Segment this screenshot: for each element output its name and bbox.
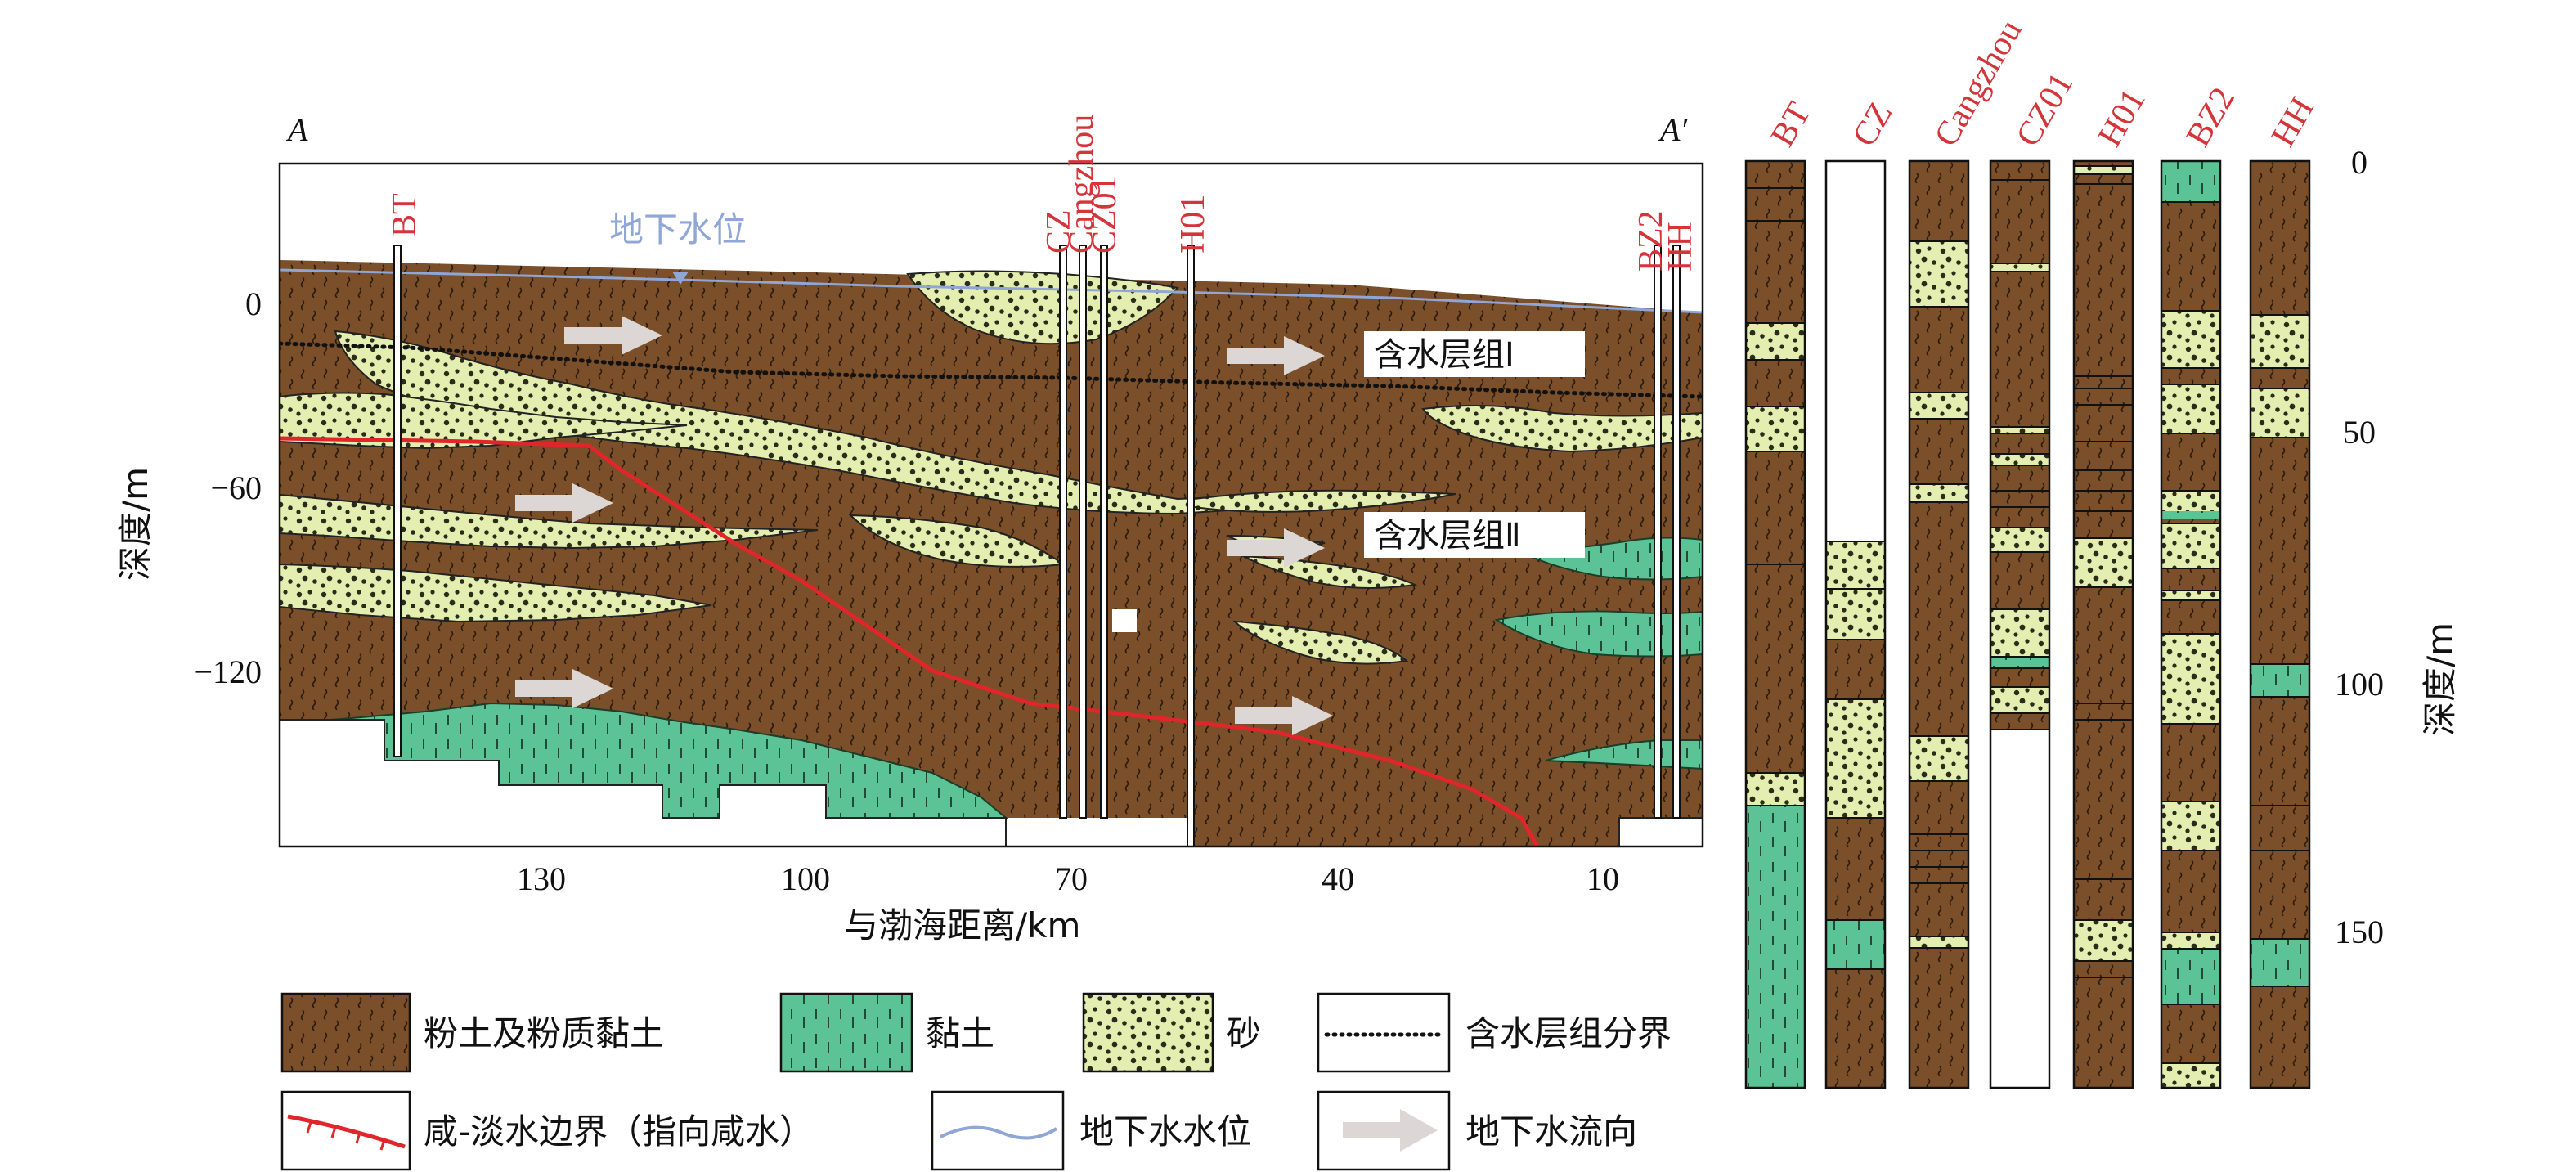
clay-lens-right-3 [1545,739,1703,770]
well-H01 [1187,245,1195,846]
borehole-columns [1744,159,2311,1089]
legend-clay-label: 黏土 [926,1013,994,1053]
well-labels: BT CZ Cangzhou CZ01 H01 BZ2 HH [386,115,1699,272]
column-cangzhou [1908,159,1970,1089]
depth-tick: 150 [2335,914,2384,950]
flow-arrows [515,316,1333,735]
sand-layer-4 [280,563,712,623]
legend-aquifer-boundary-label: 含水层组分界 [1465,1013,1672,1053]
legend-aquifer-boundary: 含水层组分界 [1317,992,1672,1073]
well-BT [393,245,402,757]
x-tick: 70 [1055,860,1088,897]
legend-sand-label: 砂 [1227,1013,1261,1053]
x-tick: 40 [1322,860,1354,897]
water-table-line [280,268,1703,314]
legend-sand: 砂 [1082,992,1261,1073]
depth-tick: 50 [2343,414,2376,451]
well-label-cz01: CZ01 [1086,175,1124,254]
well-HH [1672,245,1681,819]
aquifer-group-2-label: 含水层组Ⅱ [1374,517,1521,555]
section-label-a: A [285,111,308,148]
white-block [1112,609,1137,632]
legend-silt: 粉土及粉质黏土 [280,992,664,1073]
well-label-h01: H01 [1174,195,1212,254]
flow-arrow [1235,696,1333,735]
x-tick: 130 [517,860,566,897]
well-label-hh: HH [1662,222,1699,272]
legend-water-table: 地下水水位 [931,1090,1251,1171]
aquifer-boundary-line [280,341,1703,399]
aquifer-group-1-bg [1364,331,1585,377]
sand-layer-3 [280,493,819,550]
legend-flow: 地下水流向 [1317,1090,1637,1171]
legend-salt-fresh: 咸-淡水边界（指向咸水） [280,1090,814,1171]
silt-body-lower [1192,810,1703,846]
white-bottom-right [1618,817,1703,846]
section-label-a-prime: A′ [1658,111,1688,148]
flow-arrow-icon [1343,1109,1438,1152]
depth-axis-label: 深度/m [2420,622,2460,736]
x-tick: 100 [781,860,830,897]
section-frame [278,162,1704,848]
well-label-cz: CZ [1040,209,1078,254]
legend: 粉土及粉质黏土 黏土 砂 含水层组分界 咸-淡水边界（指向咸水） [280,992,1672,1171]
column-label-bz2: BZ2 [2179,81,2242,153]
column-label-cz: CZ [1846,97,1901,153]
well-CZ [1059,245,1067,819]
legend-clay: 黏土 [779,992,994,1073]
column-labels: BT CZ Cangzhou CZ01 H01 BZ2 HH [1764,14,2322,153]
x-axis: 130 100 70 40 10 [517,860,1619,897]
column-bz2 [2160,159,2222,1089]
y-axis-label: 深度/m [115,467,155,581]
column-hh [2249,159,2311,1089]
y-tick: −60 [210,469,262,506]
well-Cangzhou [1079,245,1087,819]
y-axis: 0 −60 −120 [194,285,262,690]
well-CZ01 [1100,245,1108,819]
x-tick: 10 [1586,860,1619,897]
depth-tick: 100 [2335,666,2384,703]
flow-arrow [515,669,613,708]
column-label-h01: H01 [2091,83,2153,153]
water-table-label: 地下水位 [609,209,747,249]
sand-layer-2 [280,392,688,450]
depth-tick: 0 [2351,144,2367,181]
column-cz01 [1989,159,2051,1089]
column-h01 [2072,159,2134,1089]
wells [393,245,1681,846]
flow-arrow [564,316,662,355]
depth-axis: 0 50 100 150 [2335,144,2384,950]
legend-flow-label: 地下水流向 [1465,1111,1637,1152]
well-label-cangzhou: Cangzhou [1063,115,1101,254]
column-label-bt: BT [1764,97,1819,153]
well-label-bt: BT [386,193,424,237]
sand-lens-right-1 [1193,489,1456,513]
flow-arrow [1227,336,1325,375]
well-BZ2 [1654,245,1662,819]
legend-silt-label: 粉土及粉质黏土 [424,1013,664,1053]
column-label-hh: HH [2264,91,2322,153]
salt-fresh-boundary [280,436,1540,846]
cross-section [280,245,1703,846]
sand-lens-right-4 [1232,620,1409,665]
clay-lens-right-2 [1494,610,1703,658]
x-axis-label: 与渤海距离/km [844,905,1080,945]
aquifer-group-2-bg [1364,512,1585,558]
legend-salt-fresh-label: 咸-淡水边界（指向咸水） [424,1111,814,1152]
aquifer-group-1-label: 含水层组Ⅰ [1374,336,1515,374]
column-label-cz01: CZ01 [2009,66,2081,153]
y-tick: 0 [245,285,262,322]
flow-arrow [1227,528,1325,568]
y-tick: −120 [194,653,262,690]
white-bottom-left [280,719,1007,846]
well-label-bz2: BZ2 [1632,210,1670,272]
column-cz [1824,159,1887,1089]
column-bt [1744,159,1806,1089]
water-table-marker [672,272,689,285]
flow-arrow [515,483,613,523]
legend-water-table-label: 地下水水位 [1079,1111,1251,1152]
